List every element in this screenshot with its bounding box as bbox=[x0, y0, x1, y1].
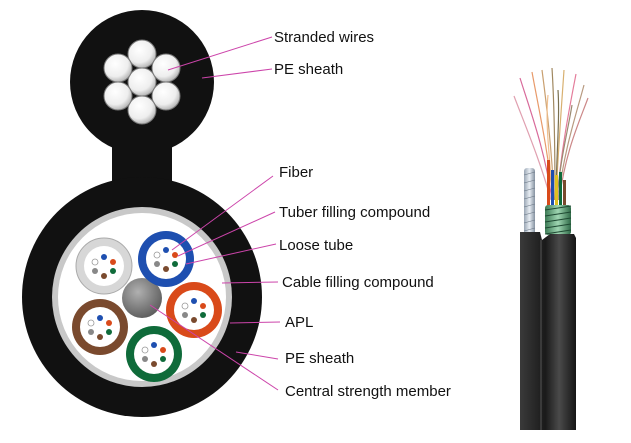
wire-strands bbox=[523, 171, 536, 232]
loose-tube-brown bbox=[72, 299, 128, 355]
tube-strip-orange bbox=[547, 160, 550, 215]
outer-jacket bbox=[520, 232, 576, 430]
label-tube-filling: Tuber filling compound bbox=[279, 204, 430, 221]
tube-strip-blue bbox=[551, 170, 554, 215]
callout-labels: Stranded wires PE sheath Fiber Tuber fil… bbox=[274, 29, 451, 400]
cable-product-illustration bbox=[513, 67, 589, 430]
tube-strip-green bbox=[559, 172, 562, 215]
tube-strip-yellow bbox=[555, 175, 558, 215]
messenger-wire bbox=[524, 168, 535, 238]
label-stranded-wires: Stranded wires bbox=[274, 29, 374, 46]
tube-strip-brown bbox=[563, 180, 566, 215]
tape-spiral bbox=[544, 205, 572, 235]
label-central-strength-member: Central strength member bbox=[285, 383, 451, 400]
central-strength-member bbox=[122, 278, 162, 318]
label-pe-sheath-top: PE sheath bbox=[274, 61, 343, 78]
stranded-wires bbox=[103, 39, 181, 125]
loose-tube-blue bbox=[138, 231, 194, 287]
cross-section bbox=[22, 10, 262, 417]
label-apl: APL bbox=[285, 314, 313, 331]
label-loose-tube: Loose tube bbox=[279, 237, 353, 254]
leader-lines bbox=[149, 36, 281, 391]
loose-tube-orange bbox=[166, 282, 222, 338]
label-fiber: Fiber bbox=[279, 164, 313, 181]
label-pe-sheath-bottom: PE sheath bbox=[285, 350, 354, 367]
label-cable-filling: Cable filling compound bbox=[282, 274, 434, 291]
loose-tube-grey bbox=[75, 237, 133, 295]
loose-tube-green bbox=[126, 326, 182, 382]
